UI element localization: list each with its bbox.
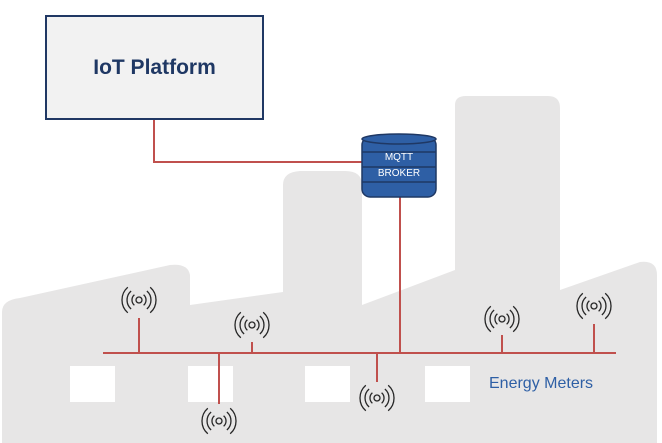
- factory-silhouette: [2, 96, 657, 443]
- wiring: [103, 120, 616, 404]
- wireless-sensor-icon: [121, 286, 157, 314]
- factory-window-2: [188, 366, 233, 402]
- database-stack-icon: [361, 133, 437, 198]
- iot-platform-box: IoT Platform: [45, 15, 264, 120]
- wireless-sensor-icon: [359, 384, 395, 412]
- platform-title: IoT Platform: [93, 55, 216, 79]
- wireless-sensor-icon: [201, 407, 237, 435]
- wireless-sensor-icon: [576, 292, 612, 320]
- wireless-sensor-icon: [484, 305, 520, 333]
- energy-meters-label: Energy Meters: [489, 375, 594, 392]
- factory-window-3: [305, 366, 350, 402]
- wireless-sensor-icon: [234, 311, 270, 339]
- broker-label-line1: MQTT: [384, 152, 414, 163]
- broker-label-line2: BROKER: [377, 168, 421, 179]
- platform-to-broker-wire: [153, 120, 362, 163]
- factory-window-1: [70, 366, 115, 402]
- factory-window-4: [425, 366, 470, 402]
